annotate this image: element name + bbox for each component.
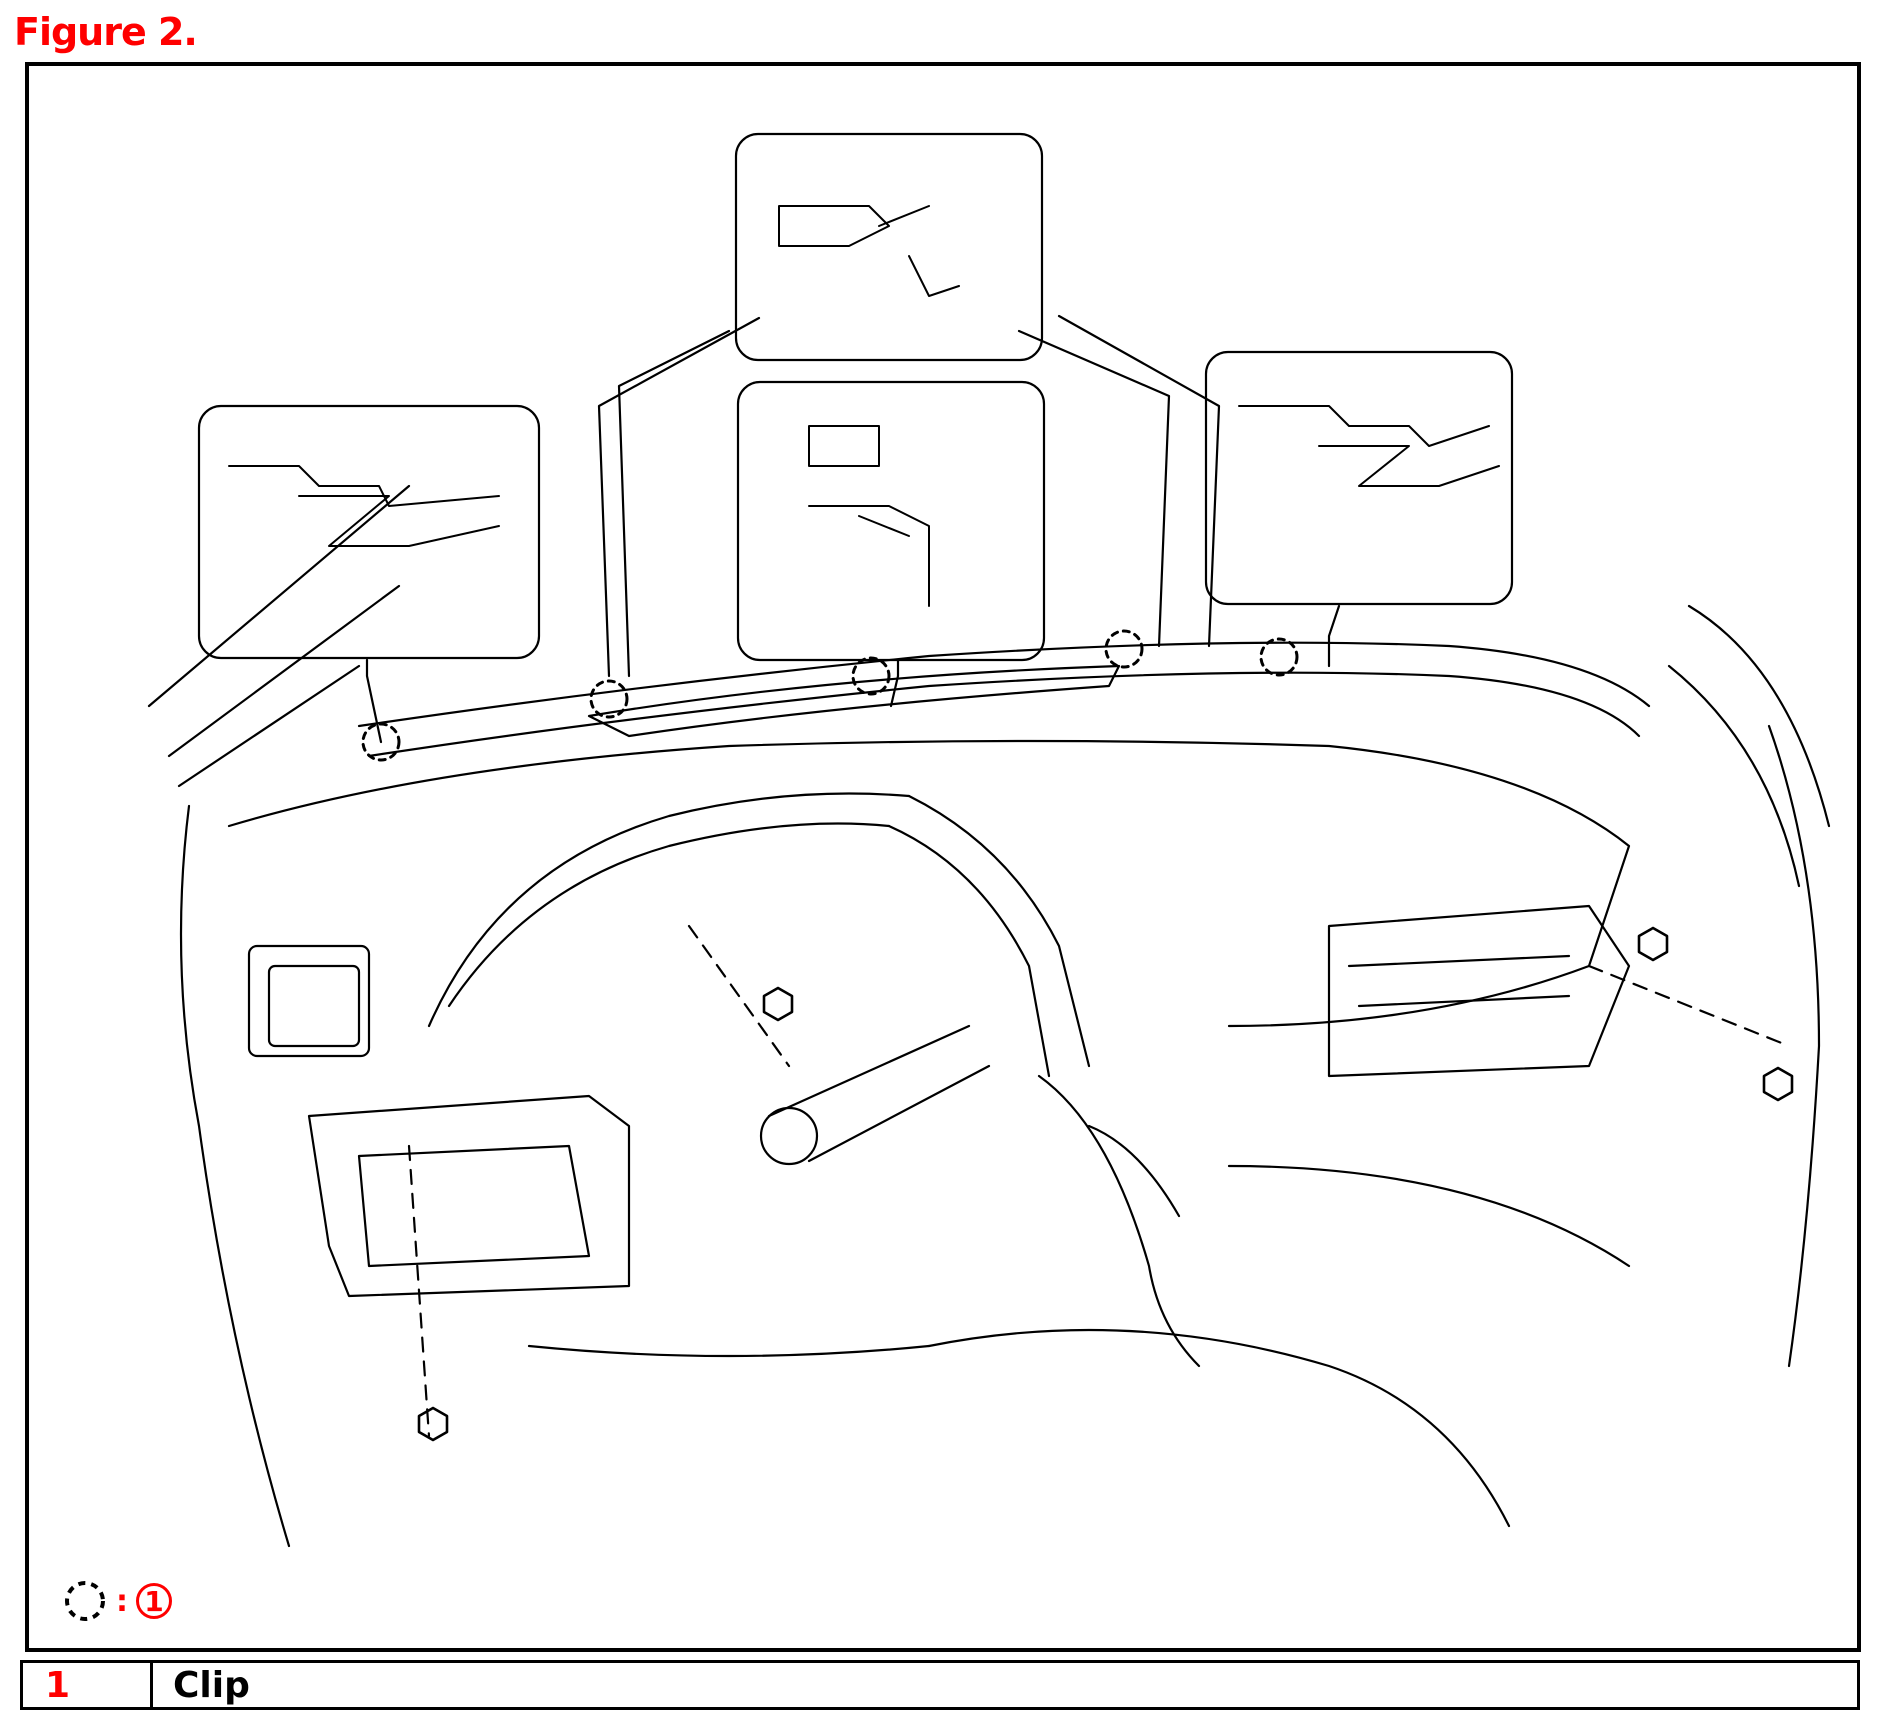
left-vent-inner: [267, 964, 361, 1048]
wire-harness-branch: [1087, 1124, 1181, 1218]
leader-top-right-inner: [1017, 329, 1171, 648]
leader-left: [365, 658, 383, 744]
figure-title: Figure 2.: [14, 10, 198, 54]
clip-marker-5: [1259, 637, 1299, 677]
bolt-right-lower: [1762, 1066, 1794, 1102]
detail-inset-center: [736, 380, 1046, 662]
cluster-hood-left-2: [427, 792, 911, 1028]
clip-marker-2: [589, 679, 629, 719]
cluster-hood-right-2: [907, 794, 1091, 1068]
steering-column: [767, 1024, 991, 1163]
inset-top-sketch: [778, 205, 960, 297]
leader-top-right-outer: [1057, 314, 1221, 648]
left-bolt-guide: [407, 1144, 431, 1438]
detail-inset-right: [1204, 350, 1514, 606]
legend-number: 1: [136, 1583, 172, 1619]
dashboard-illustration: [147, 132, 1831, 1548]
knee-bracket-inner: [357, 1144, 591, 1268]
cluster-hood-right: [887, 824, 1051, 1078]
detail-inset-left: [197, 404, 541, 660]
defroster-vent: [587, 664, 1121, 738]
leader-center: [889, 658, 900, 708]
wire-harness-center: [1037, 1074, 1201, 1368]
dash-top-edge: [357, 641, 1651, 728]
right-pillar-lines: [1667, 604, 1831, 888]
right-dash-structure: [1327, 904, 1631, 1078]
inset-left-sketch: [228, 465, 500, 547]
lower-dash-edge: [527, 1344, 931, 1358]
inset-center-sketch: [808, 425, 930, 607]
right-bolt-guide: [1587, 964, 1791, 1048]
leader-right: [1327, 604, 1341, 668]
dash-top-edge-inner: [367, 671, 1641, 758]
diagram-frame: [25, 62, 1861, 1652]
legend-separator: :: [116, 1583, 128, 1619]
knee-bracket: [307, 1094, 631, 1298]
bolt-right-upper: [1637, 926, 1669, 962]
dashed-circle-icon: [65, 1581, 105, 1621]
left-vent-outer: [247, 944, 371, 1058]
clip-marker-3: [851, 656, 891, 696]
center-tunnel: [927, 1328, 1511, 1528]
bolt-left: [417, 1406, 449, 1442]
clip-marker-4: [1104, 629, 1144, 669]
right-door-edge: [1767, 724, 1821, 1368]
leader-top-left-inner: [617, 329, 731, 678]
leader-top-left-outer: [597, 316, 761, 678]
detail-inset-top: [734, 132, 1044, 362]
dash-upper-surface: [227, 739, 1631, 1028]
part-number-cell: 1: [23, 1663, 153, 1707]
clip-marker-1: [361, 722, 401, 762]
inset-right-sketch: [1238, 405, 1500, 487]
left-door-edge: [179, 804, 291, 1548]
right-dash-ribs: [1347, 954, 1571, 1008]
clip-legend: : 1: [62, 1578, 172, 1624]
part-name-cell: Clip: [173, 1664, 250, 1706]
center-bolt-guide: [687, 924, 791, 1068]
passenger-floor-edge: [1227, 1164, 1631, 1268]
cluster-hood-left: [447, 822, 891, 1008]
left-pillar-lines: [147, 484, 411, 788]
bolt-center: [762, 986, 794, 1022]
parts-table: 1 Clip: [20, 1660, 1860, 1710]
